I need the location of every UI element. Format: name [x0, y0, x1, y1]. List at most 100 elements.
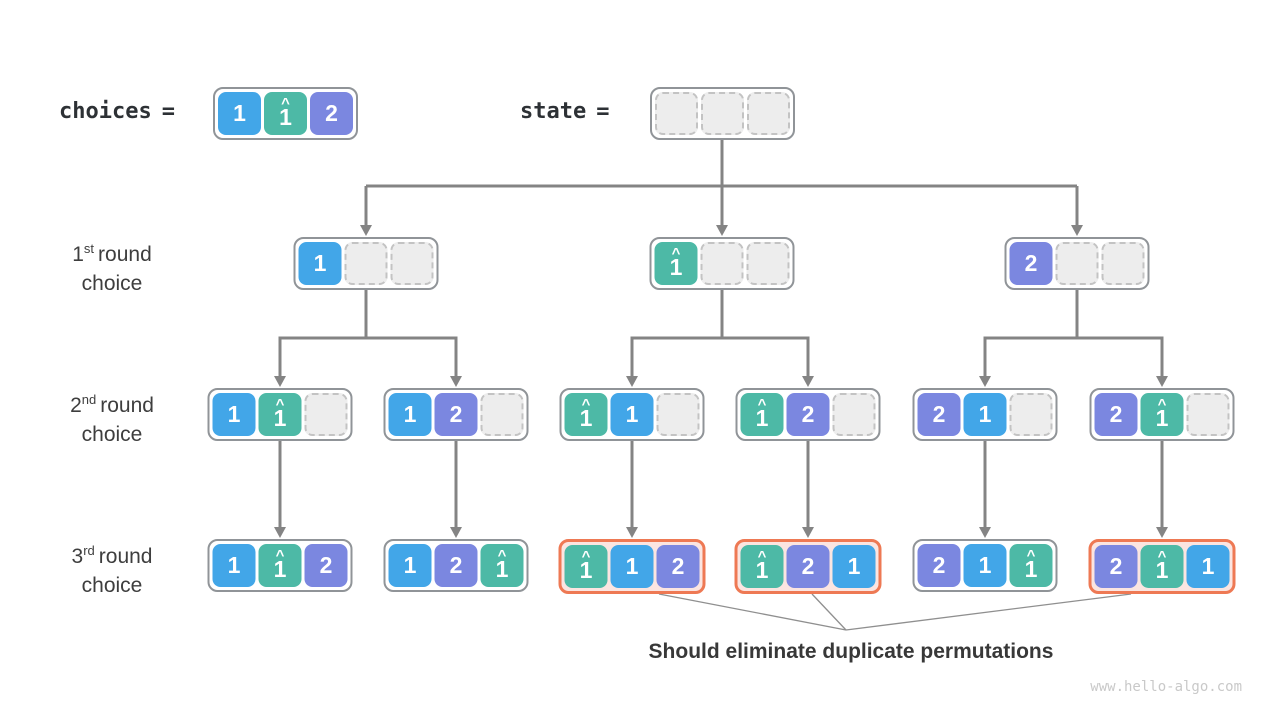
hat-mark-icon: ^	[757, 548, 767, 565]
hat-mark-icon: ^	[581, 396, 591, 413]
empty-slot	[656, 393, 700, 436]
cell-value: 1	[579, 557, 593, 583]
cell-value: 1	[313, 250, 327, 276]
empty-slot	[1009, 393, 1053, 436]
cell-value: 2	[801, 553, 815, 579]
element-cell-2: 2	[656, 545, 700, 588]
cell-value: 1	[579, 405, 593, 431]
cell-value: 1	[279, 104, 292, 130]
cell-value: 1	[1155, 557, 1169, 583]
cell-value: 2	[449, 401, 463, 427]
empty-slot	[700, 242, 744, 285]
cell-value: 1	[755, 557, 769, 583]
cell-value: 1	[755, 405, 769, 431]
element-cell-1: 1	[963, 393, 1007, 436]
empty-slot	[304, 393, 348, 436]
empty-slot	[390, 242, 434, 285]
arrowhead-icon	[450, 376, 462, 387]
cell-value: 2	[319, 552, 333, 578]
arrowhead-icon	[979, 376, 991, 387]
state-label: state=	[520, 99, 610, 124]
cell-value: 1	[669, 254, 683, 280]
element-cell-2: 2	[917, 544, 961, 587]
element-cell-1: 1	[388, 393, 432, 436]
arrowhead-icon	[1071, 225, 1083, 236]
empty-slot	[747, 92, 790, 135]
cell-value: 2	[449, 552, 463, 578]
arrowhead-icon	[802, 527, 814, 538]
empty-slot	[1101, 242, 1145, 285]
element-cell-2: 2	[1094, 545, 1138, 588]
cell-value: 1	[495, 556, 509, 582]
arrowhead-icon	[1156, 527, 1168, 538]
element-cell-2: 2	[917, 393, 961, 436]
level1-node-1: 1	[293, 237, 439, 290]
root-branch-connector	[360, 140, 1083, 236]
cell-value: 1	[978, 552, 992, 578]
level2-node-4: ^1 2	[735, 388, 881, 441]
hat-mark-icon: ^	[757, 396, 767, 413]
cell-value: 2	[1024, 250, 1038, 276]
arrowhead-icon	[274, 527, 286, 538]
cell-value: 1	[227, 552, 241, 578]
hat-mark-icon: ^	[1157, 396, 1167, 413]
hat-mark-icon: ^	[1157, 548, 1167, 565]
duplicate-annotation: Should eliminate duplicate permutations	[648, 640, 1054, 663]
element-cell-1: 1	[212, 544, 256, 587]
element-cell-1: 1	[218, 92, 261, 135]
arrowhead-icon	[716, 225, 728, 236]
cell-value: 2	[801, 401, 815, 427]
hat-mark-icon: ^	[275, 396, 285, 413]
cell-value: 1	[273, 556, 287, 582]
level2-to-level3-connectors	[274, 441, 1168, 538]
level2-node-6: 2^1	[1089, 388, 1235, 441]
level1-node-2: ^1	[649, 237, 795, 290]
element-cell-1: 1	[388, 544, 432, 587]
element-cell-2: 2	[310, 92, 353, 135]
watermark: www.hello-algo.com	[1090, 679, 1242, 695]
cell-value: 1	[847, 553, 861, 579]
element-cell-1: 1	[212, 393, 256, 436]
arrowhead-icon	[802, 376, 814, 387]
hat-mark-icon: ^	[581, 548, 591, 565]
duplicate-pointer-lines	[658, 593, 1132, 631]
empty-slot	[344, 242, 388, 285]
hat-mark-icon: ^	[275, 547, 285, 564]
element-cell-2: 2	[786, 393, 830, 436]
element-cell-1: 1	[832, 545, 876, 588]
empty-slot	[1055, 242, 1099, 285]
cell-value: 1	[1201, 553, 1215, 579]
element-cell-2: 2	[304, 544, 348, 587]
element-cell-2: 2	[434, 393, 478, 436]
equals-sign: =	[596, 99, 610, 124]
cell-value: 1	[1155, 405, 1169, 431]
element-cell-1-hat: ^1	[258, 393, 302, 436]
hat-mark-icon: ^	[671, 245, 681, 262]
element-cell-2: 2	[1009, 242, 1053, 285]
cell-value: 2	[1109, 553, 1123, 579]
hat-mark-icon: ^	[281, 95, 290, 112]
element-cell-1: 1	[1186, 545, 1230, 588]
hat-mark-icon: ^	[497, 547, 507, 564]
arrowhead-icon	[450, 527, 462, 538]
element-cell-1-hat: ^1	[264, 92, 307, 135]
empty-slot	[832, 393, 876, 436]
arrowhead-icon	[1156, 376, 1168, 387]
cell-value: 1	[625, 553, 639, 579]
cell-value: 1	[403, 401, 417, 427]
element-cell-1: 1	[963, 544, 1007, 587]
empty-slot	[746, 242, 790, 285]
cell-value: 1	[978, 401, 992, 427]
level2-node-1: 1^1	[207, 388, 353, 441]
empty-slot	[701, 92, 744, 135]
cell-value: 1	[625, 401, 639, 427]
